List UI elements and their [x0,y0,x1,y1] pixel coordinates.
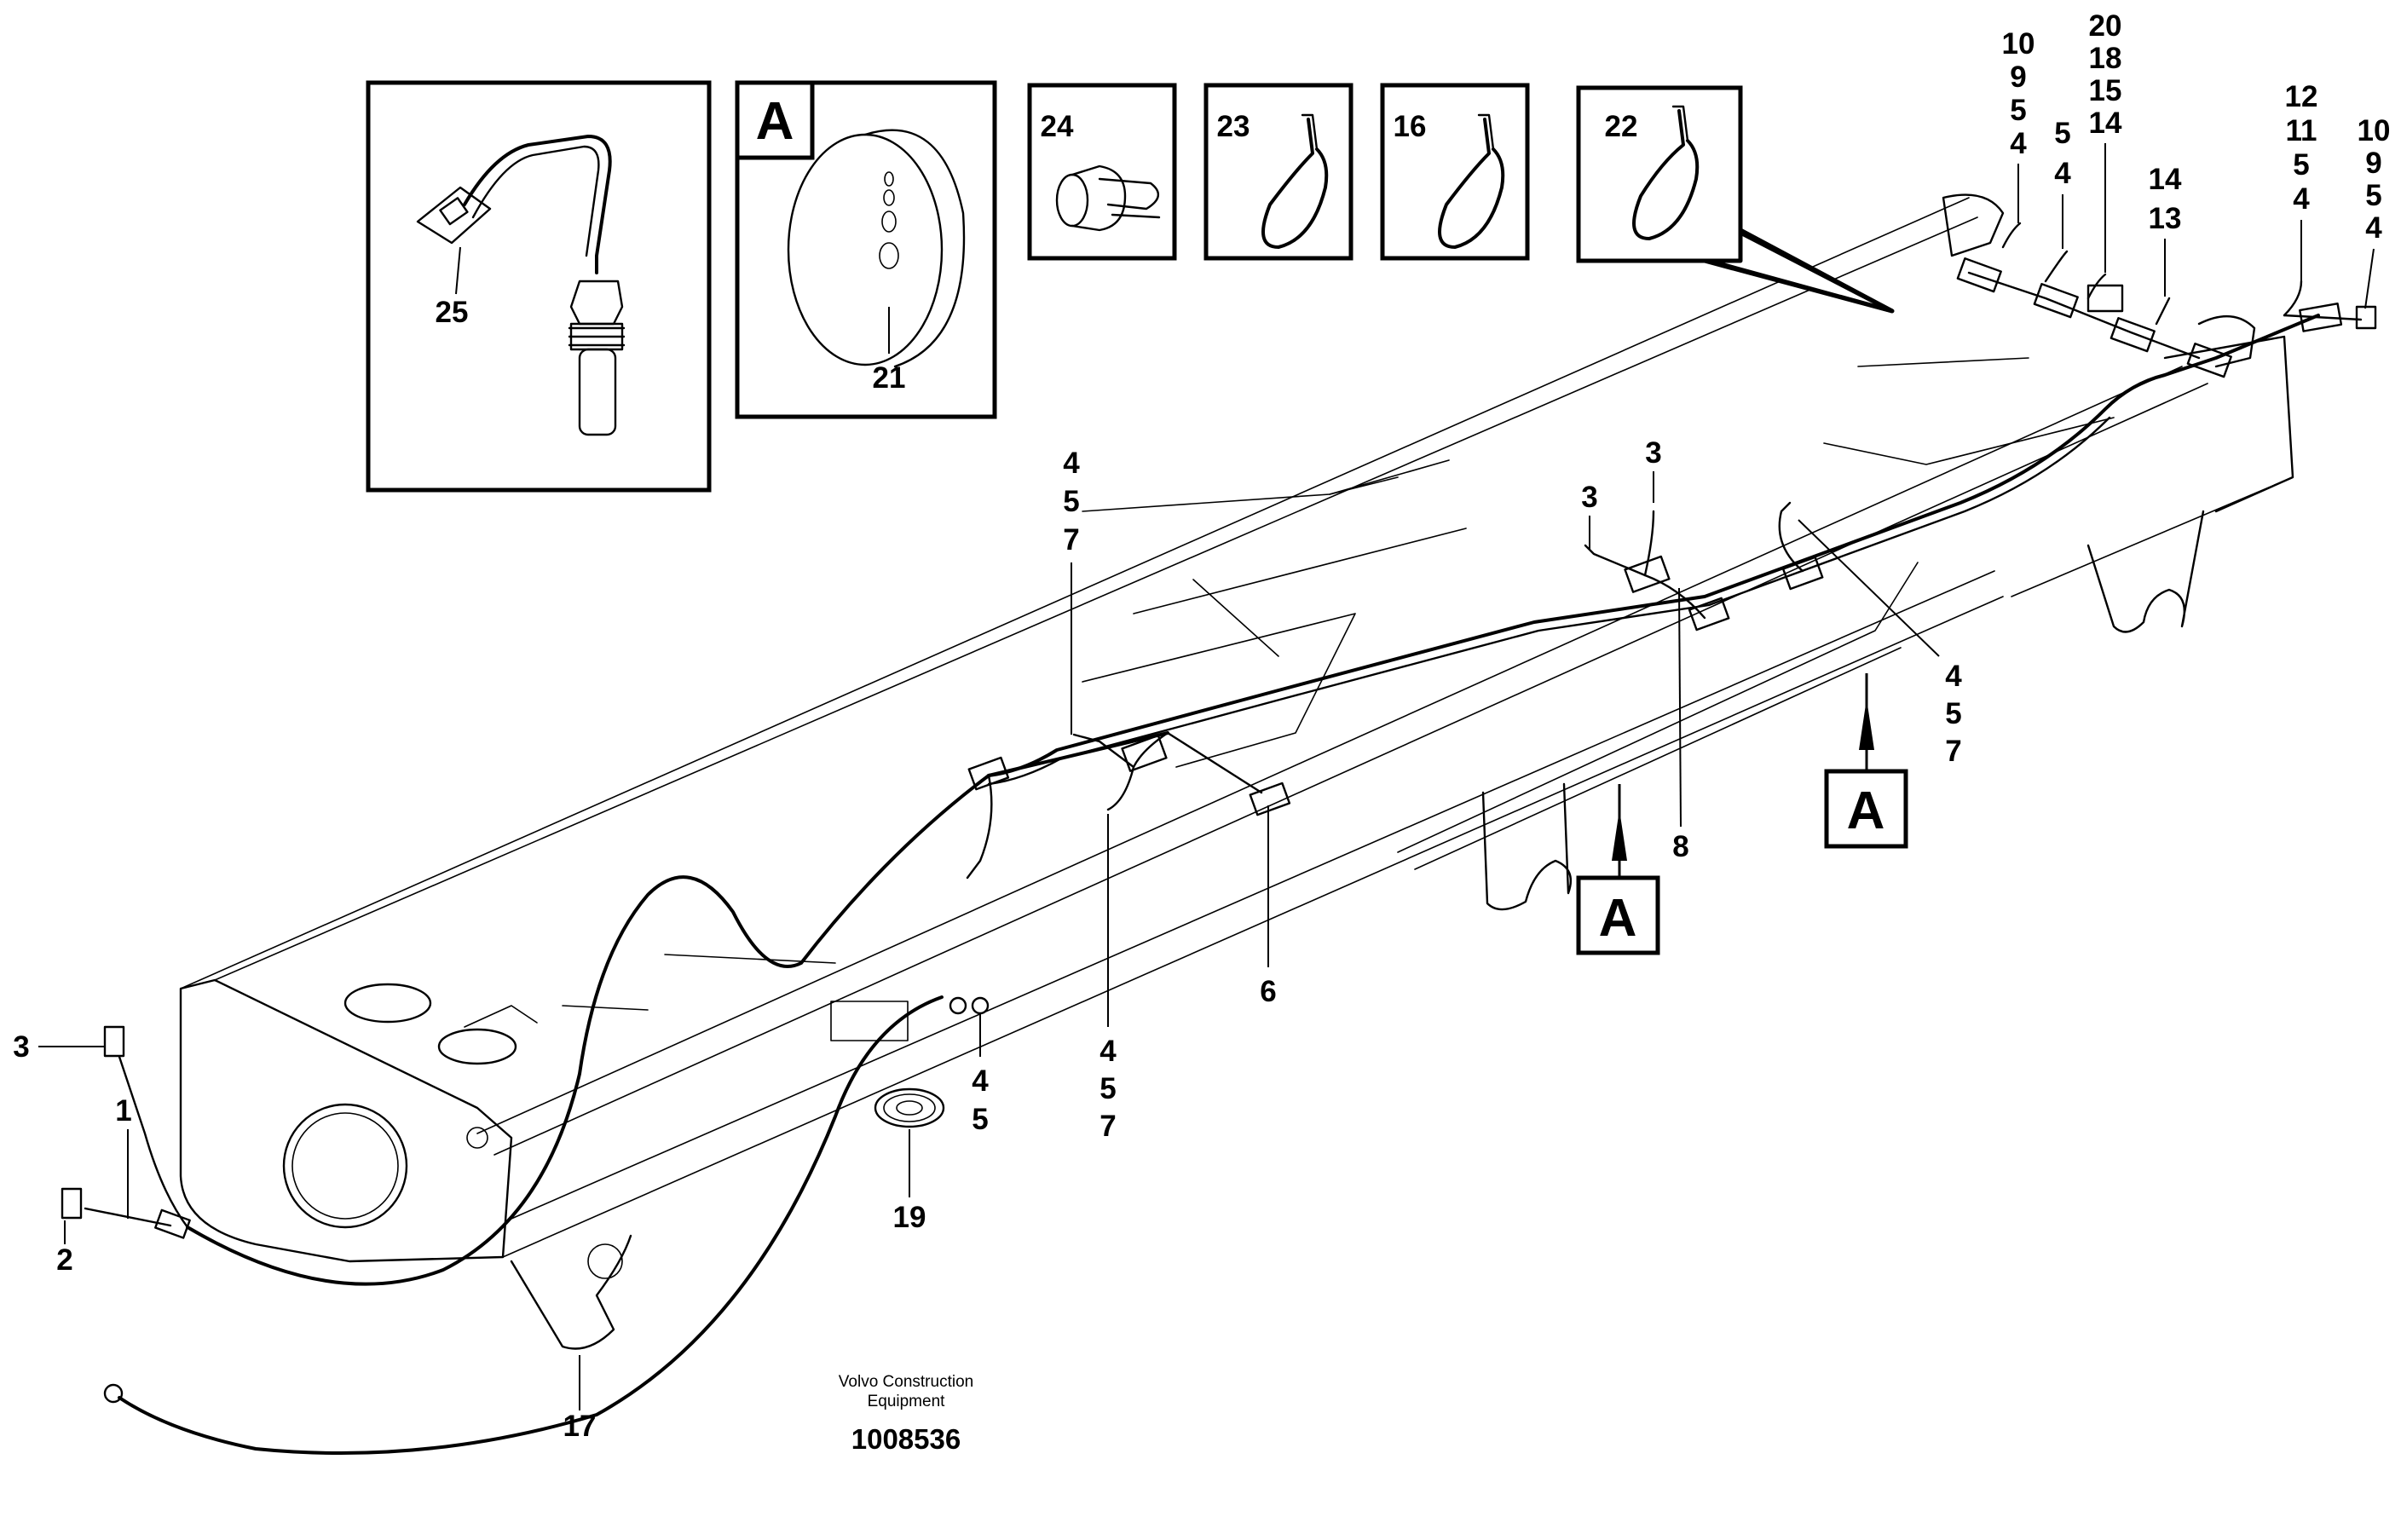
callout-10-left: 10 [2002,27,2035,61]
callout-3-upper: 3 [1645,436,1661,470]
washer-19-icon [874,1087,945,1128]
callout-5-far: 5 [2365,179,2381,212]
callout-5-pair: 5 [2054,117,2070,150]
callout-17: 17 [563,1410,597,1443]
callout-21: 21 [873,361,906,395]
callout-5-top: 5 [1063,485,1079,518]
view-marker-a-left: A [1576,784,1660,955]
callout-5-eyelet: 5 [972,1103,988,1136]
callout-14-upper: 14 [2089,107,2122,140]
callout-4-eyelet: 4 [972,1064,989,1098]
callout-5-left: 5 [2010,94,2026,127]
callout-25: 25 [436,296,469,329]
callout-15: 15 [2089,74,2122,107]
view-marker-a-right-letter: A [1847,782,1885,840]
callout-10-right: 10 [2358,114,2391,147]
callout-20: 20 [2089,9,2122,43]
callout-19: 19 [893,1201,926,1234]
detail-box-22: 22 [1576,85,1895,314]
callout-7-top: 7 [1063,523,1079,557]
callout-7-bottom: 7 [1099,1110,1116,1143]
detail-box-plug: A 21 [735,80,997,419]
caption: Volvo Construction Equipment 1008536 [839,1373,973,1455]
callout-4-rear: 4 [2293,182,2310,216]
view-marker-a-left-letter: A [1599,889,1637,948]
callout-4-bottom: 4 [1099,1035,1117,1068]
callout-5-right: 5 [1945,697,1961,730]
harness-main [84,222,2363,1455]
callout-9-right: 9 [2365,147,2381,180]
detail-letter-a: A [756,92,794,151]
callout-23: 23 [1217,110,1250,143]
callout-4-left: 4 [2010,127,2027,160]
callout-3-mid: 3 [1581,481,1597,514]
frame-beam [179,193,2294,1350]
callout-7-right: 7 [1945,735,1961,768]
detail-box-sensor: 25 [366,80,712,493]
callout-8: 8 [1672,830,1688,863]
callout-13: 13 [2149,202,2182,235]
callout-11: 11 [2286,114,2317,147]
callout-22: 22 [1605,110,1638,143]
detail-box-24: 24 [1027,83,1177,261]
callout-4-far: 4 [2365,211,2382,245]
detail-box-23: 23 [1203,83,1353,261]
document-number: 1008536 [851,1423,961,1455]
callout-24: 24 [1041,110,1074,143]
callout-4-top: 4 [1063,447,1080,480]
view-marker-a-right: A [1824,673,1908,849]
callout-4-pair: 4 [2054,157,2071,190]
callout-4-right: 4 [1945,660,1962,693]
callout-3-left: 3 [13,1030,29,1064]
detail-box-16: 16 [1380,83,1530,261]
callout-18: 18 [2089,42,2122,75]
callout-12: 12 [2285,80,2318,113]
callout-9-left: 9 [2010,61,2026,94]
callout-6: 6 [1260,975,1276,1008]
caption-equipment: Equipment [868,1393,946,1410]
callout-5-rear: 5 [2293,148,2309,182]
callouts: 3 1 2 17 19 4 5 4 5 7 6 4 5 7 3 3 [13,9,2390,1443]
callout-16: 16 [1394,110,1427,143]
callout-14-lower: 14 [2149,163,2182,196]
callout-5-bottom: 5 [1099,1072,1116,1105]
harness-connectors [61,257,2377,1239]
caption-company: Volvo Construction [839,1373,973,1391]
callout-2: 2 [56,1243,72,1277]
callout-1: 1 [115,1094,131,1128]
